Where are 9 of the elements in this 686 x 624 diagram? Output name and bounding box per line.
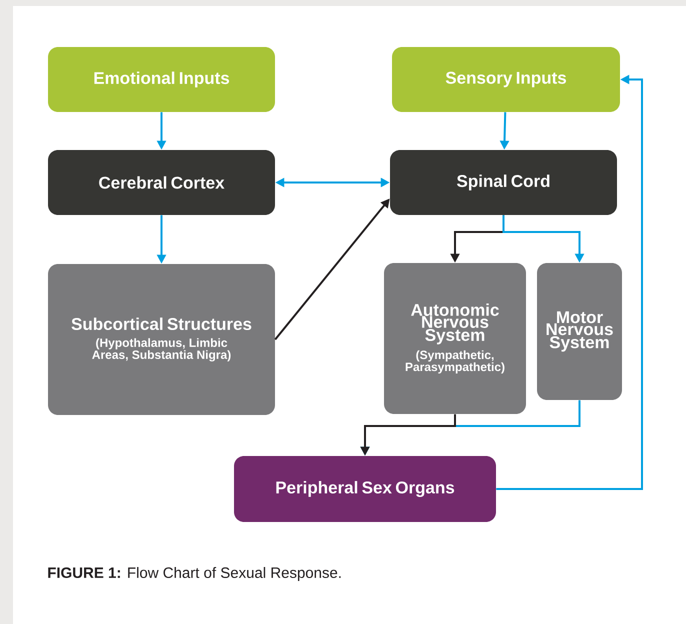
output-box: Peripheral Sex Organs [234,456,496,522]
input-box: Emotional Inputs [48,47,275,112]
process-box: Spinal Cord [390,150,617,215]
process-box: Cerebral Cortex [48,150,275,215]
input-box: Sensory Inputs [392,47,620,112]
process-box: Subcortical Structures (Hypothalamus, Limbic Areas, Substantia Nigra) [48,264,275,415]
process-box: Motor Nervous System [537,263,622,400]
process-box: Autonomic Nervous System (Sympathetic, Parasympathetic) [384,263,526,414]
caption: FIGURE 1: Flow Chart of Sexual Response. [48,567,341,581]
